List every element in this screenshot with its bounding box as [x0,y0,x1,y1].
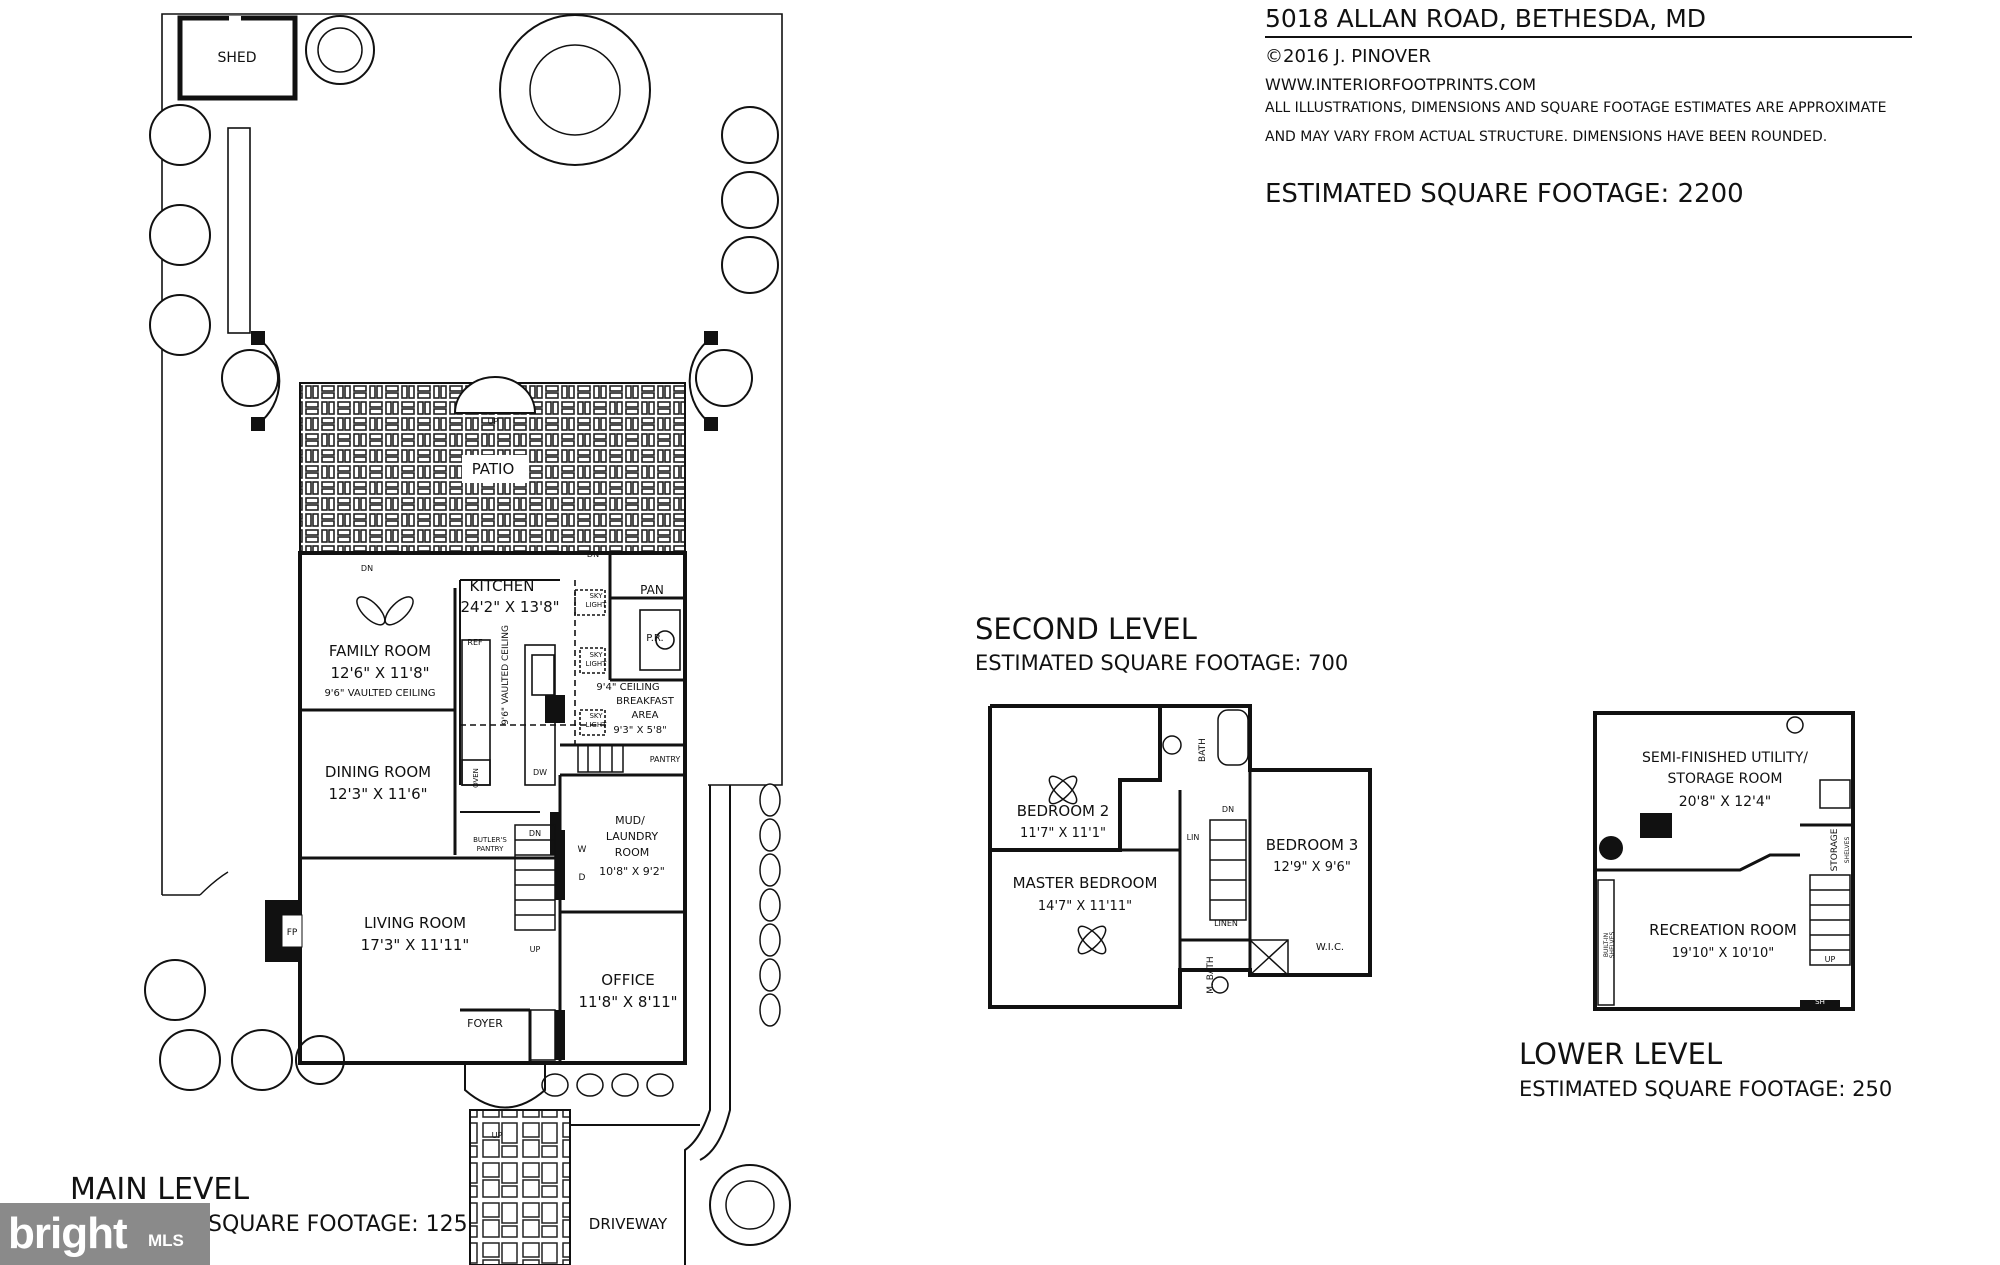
lower-level-plan [1593,711,1855,1011]
office-label: OFFICE [601,971,654,989]
recreation-room-label: RECREATION ROOM [1649,921,1797,939]
family-room-label: FAMILY ROOM [329,642,431,660]
copyright: ©2016 J. PINOVER [1265,46,1431,67]
watermark-mls: MLS [148,1231,184,1250]
shed-label: SHED [217,50,256,66]
bedroom2-dim: 11'7" X 11'1" [1020,826,1106,841]
ceiling-fan [356,596,414,626]
builtin-label: BUILT-IN [1603,933,1610,957]
skylight-3-label: SKY [589,712,603,720]
entry-up-label: UP [492,1131,503,1140]
ceiling-94-label: 9'4" CEILING [596,682,659,693]
skylight-1-label: SKY [589,592,603,600]
mud-label: MUD/ [615,814,645,827]
master-bedroom-label: MASTER BEDROOM [1013,874,1158,892]
skylight-1b-label: LIGHT [586,601,608,609]
skylight-3b-label: LIGHT [586,721,608,729]
garden-path [227,127,251,334]
butlers-pantry-label: PANTRY [477,845,504,853]
builtin-shelves-label: SHELVES [1609,932,1616,959]
lower-up-label: UP [1825,955,1836,964]
second-level-title: SECOND LEVEL [975,612,1197,646]
breakfast-dim: 9'3" X 5'8" [613,725,666,736]
area-label: AREA [632,710,659,721]
skylight-2b-label: LIGHT [586,660,608,668]
kitchen-dim: 24'2" X 13'8" [460,598,559,616]
storage-label: STORAGE [1830,828,1840,871]
office-dim: 11'8" X 8'11" [578,993,677,1011]
pantry-label: PANTRY [650,755,681,764]
bath-label: BATH [1198,738,1208,762]
patio-dn-label: DN [587,550,599,559]
mls-watermark: bright MLS [0,1203,210,1265]
mud-dim: 10'8" X 9'2" [599,865,665,878]
second-dn-label: DN [1222,805,1234,814]
linen-label: LINEN [1214,919,1238,928]
total-footage: ESTIMATED SQUARE FOOTAGE: 2200 [1265,179,1744,209]
driveway-label: DRIVEWAY [589,1215,668,1233]
website: WWW.INTERIORFOOTPRINTS.COM [1265,75,1537,94]
oven-label: OVEN [472,768,480,788]
disclaimer-line-2: AND MAY VARY FROM ACTUAL STRUCTURE. DIME… [1265,129,1828,145]
semi-finished-label-2: STORAGE ROOM [1668,771,1783,787]
fireplace-label: FP [287,928,298,938]
washer-label: W [578,845,587,855]
title-underline [1265,36,1912,38]
watermark-brand: bright [8,1209,128,1258]
stair-up-label: UP [530,945,541,954]
vaulted-ceiling-label: 9'6" VAULTED CEILING [501,625,511,725]
trees [144,14,791,1246]
dining-room-dim: 12'3" X 11'6" [328,785,427,803]
kitchen-label: KITCHEN [470,577,535,595]
bedroom3-dim: 12'9" X 9'6" [1273,860,1351,875]
patio-up-label: UP [488,417,499,426]
lower-level-footage: ESTIMATED SQUARE FOOTAGE: 250 [1519,1077,1893,1101]
laundry-label: LAUNDRY [606,830,659,843]
lower-level-title: LOWER LEVEL [1519,1037,1723,1071]
dryer-label: D [579,873,586,883]
disclaimer-line-1: ALL ILLUSTRATIONS, DIMENSIONS AND SQUARE… [1265,100,1887,116]
laundry-room-label: ROOM [615,846,649,859]
stair-dn-label: DN [529,829,541,838]
master-bedroom-dim: 14'7" X 11'11" [1038,899,1132,914]
shelves-label: SHELVES [1844,837,1851,864]
wic-label: W.I.C. [1316,942,1344,953]
second-level-footage: ESTIMATED SQUARE FOOTAGE: 700 [975,651,1349,675]
family-dn-label: DN [361,564,373,573]
family-ceiling: 9'6" VAULTED CEILING [324,688,435,699]
address-title: 5018 ALLAN ROAD, BETHESDA, MD [1265,4,1707,33]
patio-label: PATIO [472,460,515,478]
bedroom3-label: BEDROOM 3 [1266,836,1359,854]
butlers-label: BUTLER'S [473,836,507,844]
lin-label: LIN [1187,833,1200,842]
semi-finished-label-1: SEMI-FINISHED UTILITY/ [1642,750,1808,766]
family-room-dim: 12'6" X 11'8" [330,664,429,682]
living-room-dim: 17'3" X 11'11" [361,936,470,954]
ref-label: REF [467,638,483,647]
main-level-footage: SQUARE FOOTAGE: 1250 [208,1212,482,1237]
dining-room-label: DINING ROOM [325,763,431,781]
pan-label: PAN [640,583,664,597]
hedge [541,783,781,1097]
second-level-plan [988,704,1372,1009]
master-bath-label: M. BATH [1206,956,1216,993]
dw-label: DW [533,768,547,777]
main-level-title: MAIN LEVEL [70,1172,250,1207]
bedroom2-label: BEDROOM 2 [1017,802,1110,820]
foyer-label: FOYER [467,1017,503,1030]
pr-label: P.R. [646,633,663,644]
skylight-2-label: SKY [589,651,603,659]
breakfast-label: BREAKFAST [616,696,675,707]
recreation-room-dim: 19'10" X 10'10" [1672,946,1774,961]
semi-finished-dim: 20'8" X 12'4" [1679,794,1772,810]
rec-sh-label: SH [1815,998,1825,1006]
living-room-label: LIVING ROOM [364,914,466,932]
